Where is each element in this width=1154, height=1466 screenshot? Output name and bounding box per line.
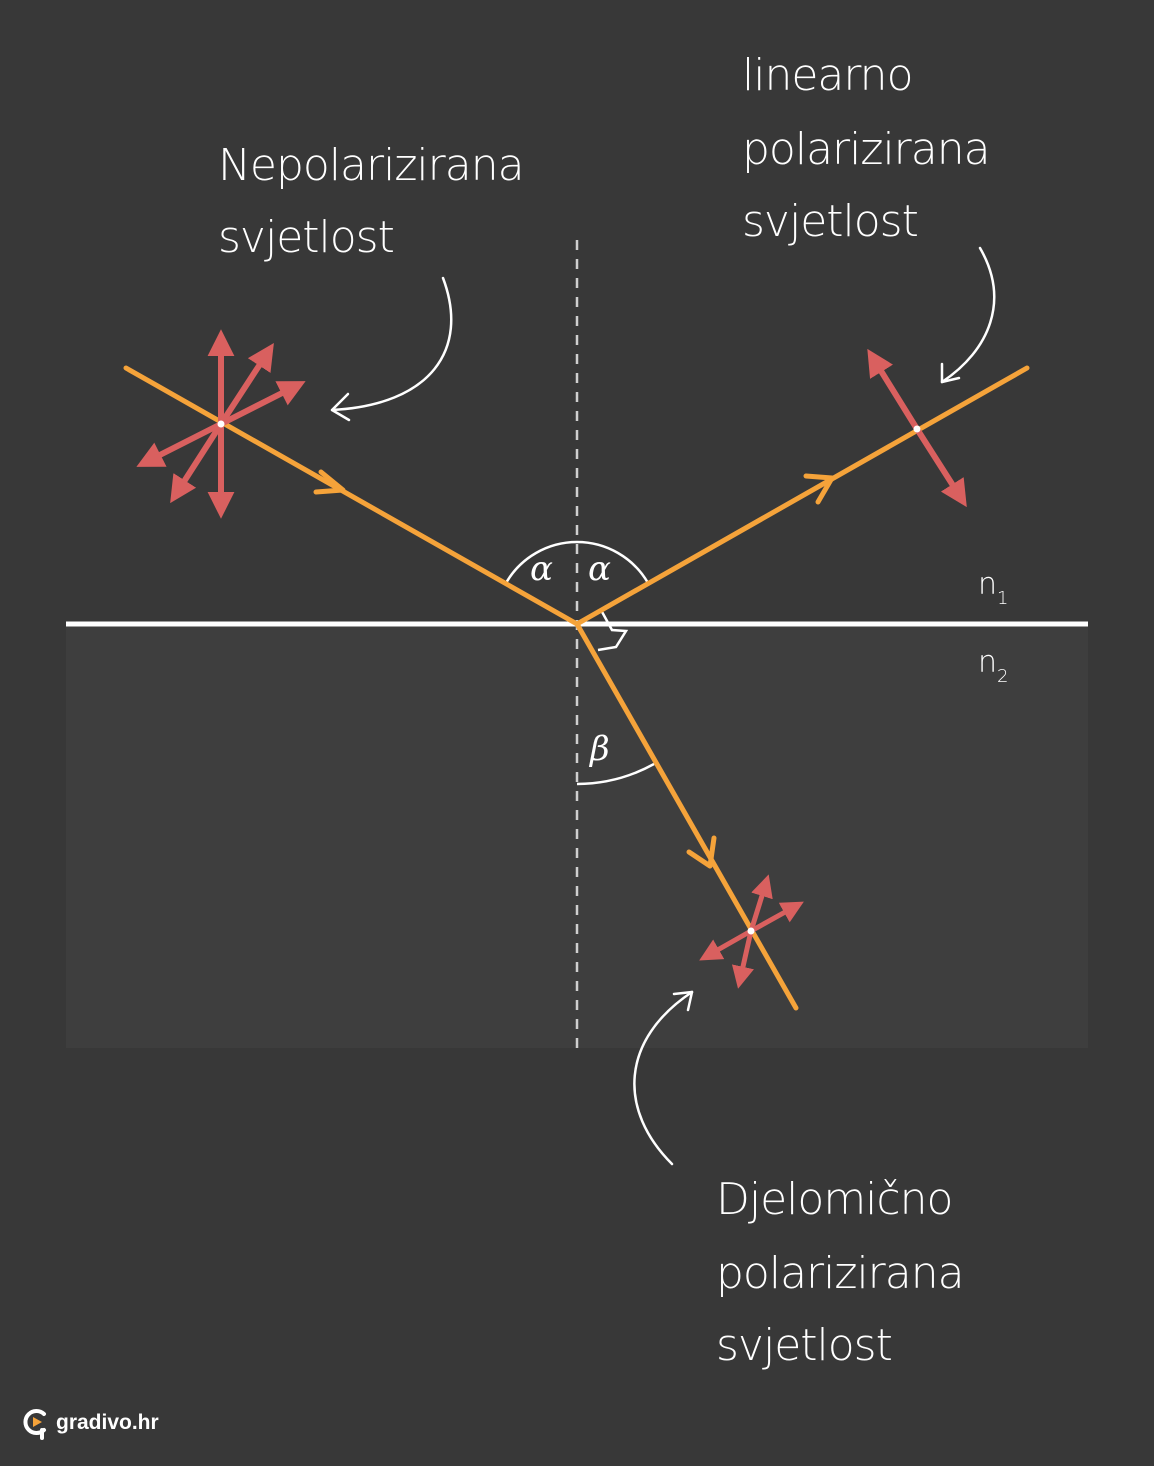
label-linear-line2: polarizirana [742, 124, 990, 175]
label-n2: n2 [978, 645, 1008, 687]
incident-ray [123, 365, 580, 627]
unpolarized-center-dot [217, 420, 225, 428]
refracted-ray [574, 621, 799, 1011]
label-linear-line1: linearno [742, 50, 913, 101]
unpolarized-light-symbol [136, 329, 306, 519]
gradivo-brand-name: gradivo.hr [56, 1411, 159, 1434]
label-n1-base: n [978, 567, 997, 602]
label-partial-line2: polarizirana [716, 1248, 964, 1299]
partial-center-dot [747, 927, 755, 935]
linear-center-dot [913, 425, 921, 433]
gradivo-play-icon [23, 1409, 46, 1440]
right-angle-marker [597, 609, 629, 652]
pointer-arrow-linear [940, 246, 996, 384]
label-linear-line3: svjetlost [742, 196, 918, 247]
label-alpha-reflection: α [588, 549, 611, 589]
partial-polarization-symbol [699, 874, 804, 989]
reflection-angle-arc [576, 540, 650, 584]
pointer-arrow-partial [633, 990, 694, 1166]
linear-polarization-symbol [867, 348, 967, 508]
label-partial-line3: svjetlost [716, 1320, 892, 1371]
label-n2-base: n [978, 645, 997, 680]
label-unpolarized-line2: svjetlost [218, 212, 394, 263]
gradivo-logo[interactable]: gradivo.hr [22, 1406, 159, 1440]
label-n2-subscript: 2 [997, 666, 1008, 687]
label-alpha-incidence: α [530, 549, 553, 589]
label-beta-refraction: β [588, 729, 610, 769]
label-unpolarized-line1: Nepolarizirana [218, 140, 524, 191]
incidence-angle-arc [504, 540, 578, 584]
refraction-angle-arc [576, 762, 655, 786]
label-n1-subscript: 1 [997, 588, 1008, 609]
label-partial-line1: Djelomično [716, 1174, 952, 1225]
pointer-arrow-unpolarized [330, 276, 453, 422]
reflected-ray [574, 365, 1030, 627]
label-n1: n1 [978, 567, 1008, 609]
